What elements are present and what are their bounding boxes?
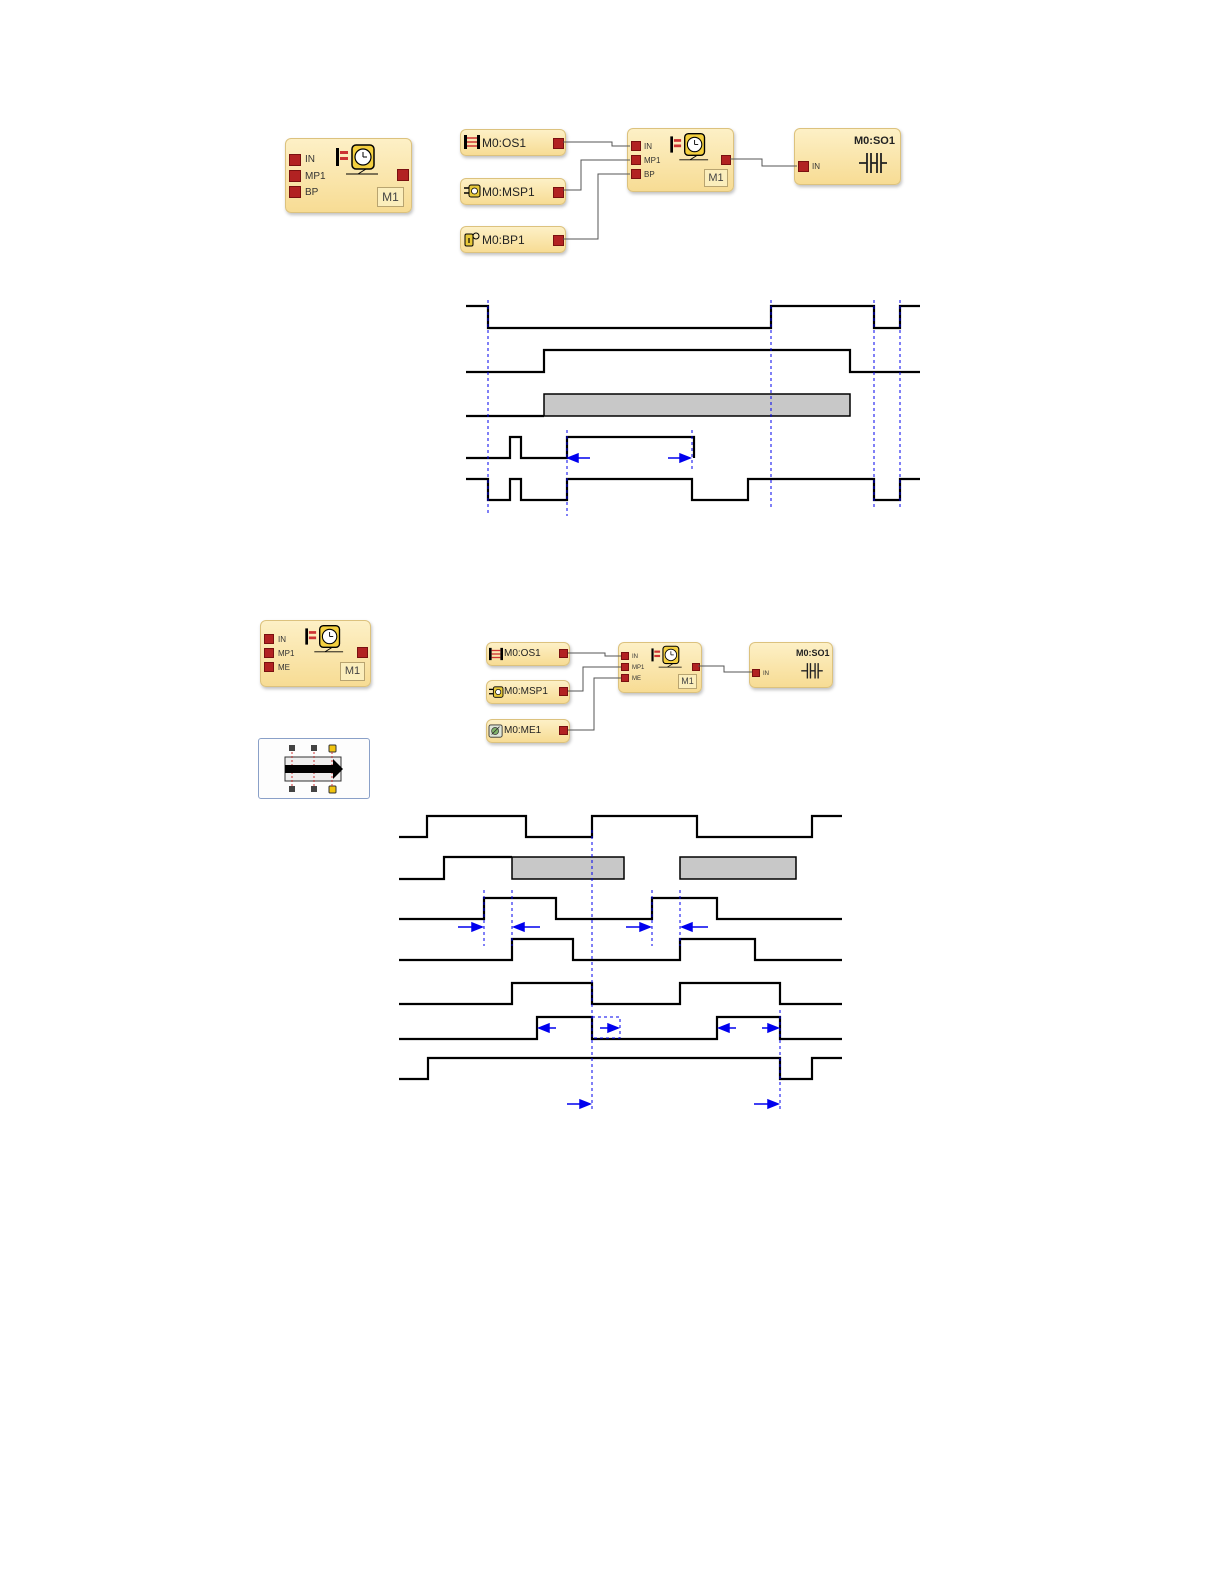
signal-trace-2 (399, 857, 512, 879)
signal-trace-3 (399, 898, 842, 919)
signal-trace-4 (399, 939, 842, 960)
active-region (680, 857, 796, 879)
signal-trace-1 (399, 816, 842, 837)
active-region (512, 857, 624, 879)
signal-trace-5 (399, 983, 842, 1004)
signal-trace-7 (399, 1058, 842, 1079)
